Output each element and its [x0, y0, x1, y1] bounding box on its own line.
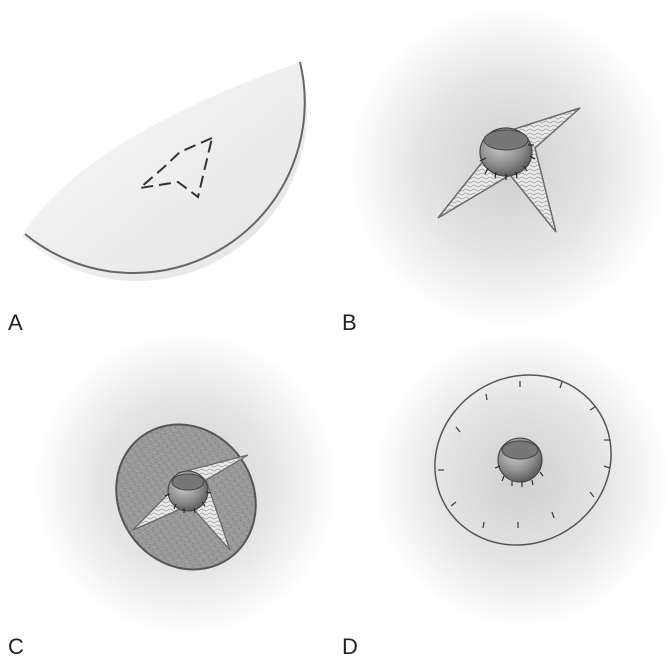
suture-line: [434, 374, 612, 546]
panel-c: C: [8, 332, 338, 657]
panel-label-a: A: [8, 310, 23, 335]
panel-label-b: B: [342, 310, 357, 335]
stoma-opening: [501, 440, 539, 460]
panel-b: B: [342, 7, 667, 335]
skin-flap-edge: [24, 61, 306, 275]
skin-flap: [22, 62, 308, 281]
stoma-sutures: [479, 144, 536, 180]
stoma-opening: [171, 473, 205, 491]
panel-label-c: C: [8, 634, 24, 657]
panel-d: D: [342, 332, 667, 657]
stoma-sutures: [494, 465, 544, 487]
incision-outline: [136, 136, 214, 199]
panel-label-d: D: [342, 634, 358, 657]
stoma-sutures: [164, 491, 212, 514]
panel-a: A: [8, 61, 308, 335]
stoma-opening: [483, 129, 529, 151]
interrupted-sutures: [438, 381, 611, 529]
